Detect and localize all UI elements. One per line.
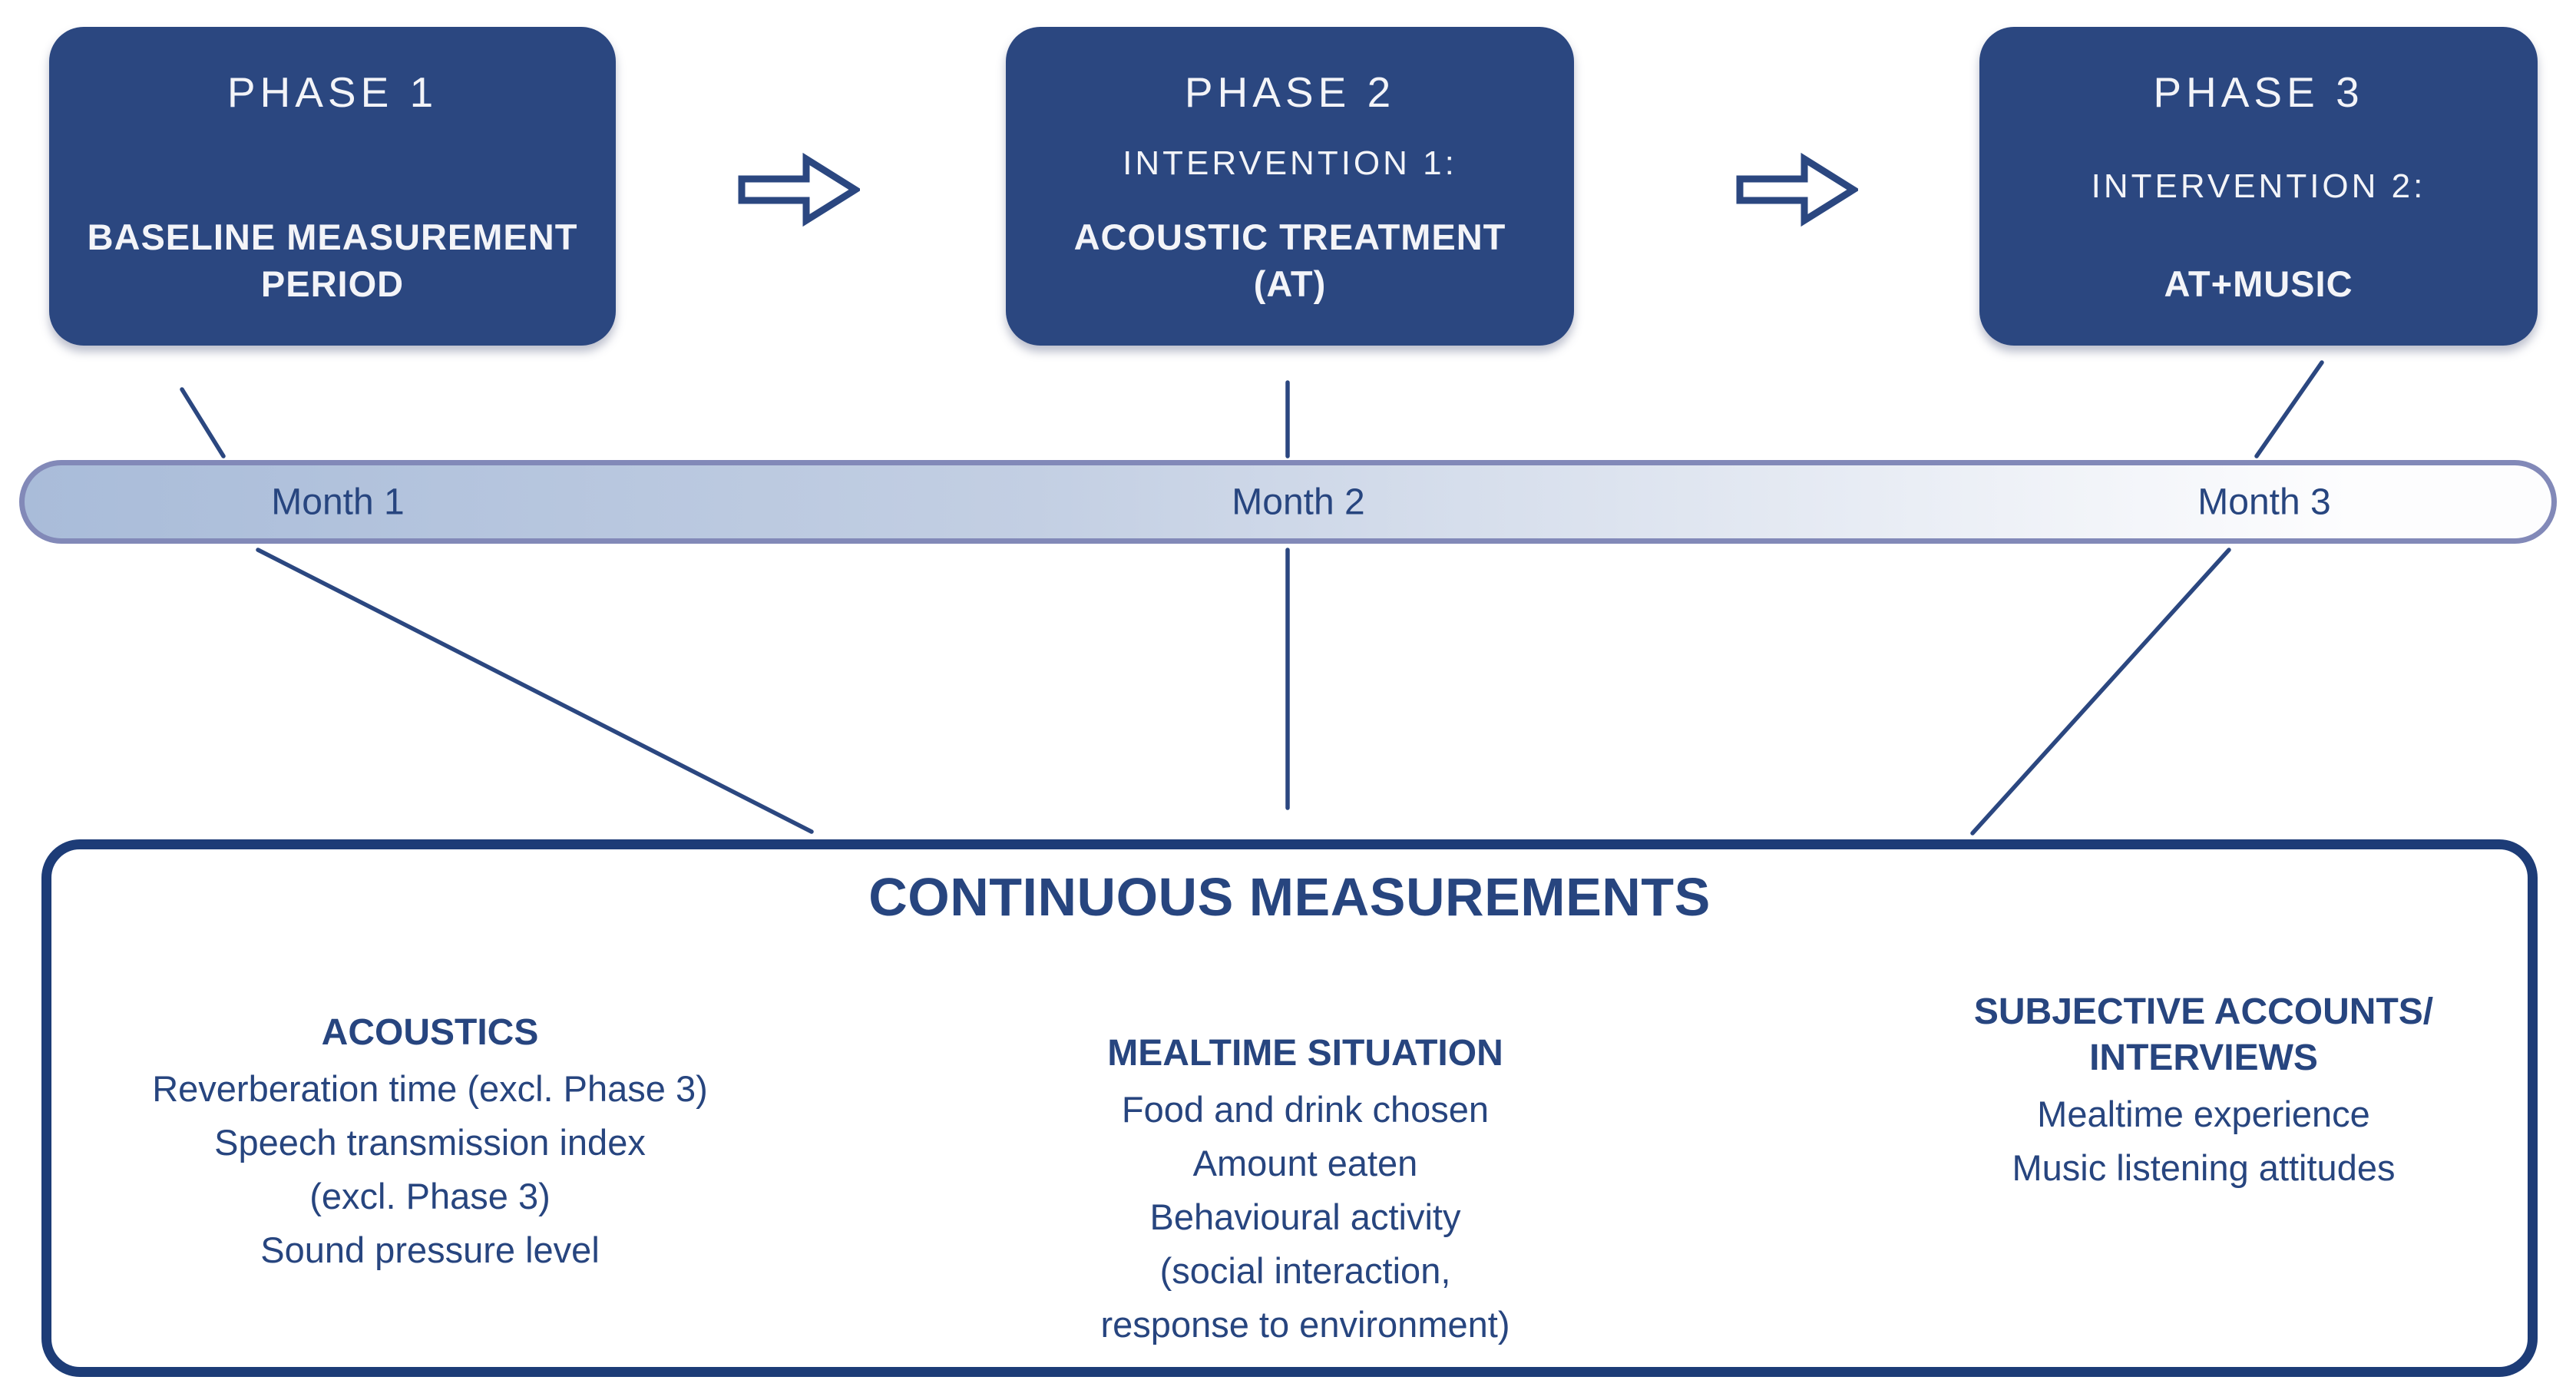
continuous-measurements-title: CONTINUOUS MEASUREMENTS [868,867,1711,927]
column-subjective-item: Music listening attitudes [2012,1147,2396,1188]
column-subjective-header: SUBJECTIVE ACCOUNTS/ INTERVIEWS [1973,991,2434,1078]
column-mealtime: MEALTIME SITUATION Food and drink chosen… [921,1031,1689,1352]
column-mealtime-item: response to environment) [1100,1304,1510,1345]
phase-2-title: PHASE 2 [1184,68,1396,116]
phase-3-body: AT+MUSIC [2164,263,2353,304]
connector-phase1-timeline [180,387,226,458]
column-acoustics-item: Sound pressure level [260,1229,600,1270]
column-acoustics: ACOUSTICS Reverberation time (excl. Phas… [46,1010,814,1277]
timeline-bar: Month 1 Month 2 Month 3 [19,460,2557,544]
column-acoustics-header: ACOUSTICS [321,1012,539,1053]
phase-1-box: PHASE 1 BASELINE MEASUREMENT PERIOD [49,27,616,346]
connector-phase3-timeline [2254,360,2324,458]
column-mealtime-header: MEALTIME SITUATION [1107,1033,1503,1074]
phase-2-body: ACOUSTIC TREATMENT (AT) [1073,216,1506,304]
month-3-label: Month 3 [2197,482,2331,522]
phase-1-body: BASELINE MEASUREMENT PERIOD [87,216,578,304]
arrow-right-icon [738,152,860,227]
phase-3-subtitle: INTERVENTION 2: [2091,167,2426,206]
phase-1-title: PHASE 1 [227,68,438,116]
continuous-measurements-box [41,839,2538,1377]
month-1-label: Month 1 [271,482,405,522]
column-mealtime-item: (social interaction, [1159,1250,1451,1291]
phase-2-subtitle: INTERVENTION 1: [1123,144,1457,182]
column-subjective: SUBJECTIVE ACCOUNTS/ INTERVIEWS Mealtime… [1820,989,2576,1195]
column-mealtime-item: Amount eaten [1192,1143,1418,1183]
column-acoustics-item: Reverberation time (excl. Phase 3) [152,1068,708,1109]
phase-3-box: PHASE 3 INTERVENTION 2: AT+MUSIC [1979,27,2538,346]
column-mealtime-item: Behavioural activity [1149,1196,1461,1237]
phase-2-box: PHASE 2 INTERVENTION 1: ACOUSTIC TREATME… [1006,27,1574,346]
column-acoustics-item: (excl. Phase 3) [309,1176,551,1216]
month-2-label: Month 2 [1232,482,1365,522]
phase-3-title: PHASE 3 [2153,68,2364,116]
connector-timeline-measurements-left [256,548,814,834]
column-mealtime-item: Food and drink chosen [1121,1089,1490,1130]
connector-timeline-measurements-right [1970,548,2231,836]
column-subjective-item: Mealtime experience [2037,1094,2370,1134]
arrow-right-icon [1736,152,1858,227]
column-acoustics-item: Speech transmission index [214,1122,646,1163]
